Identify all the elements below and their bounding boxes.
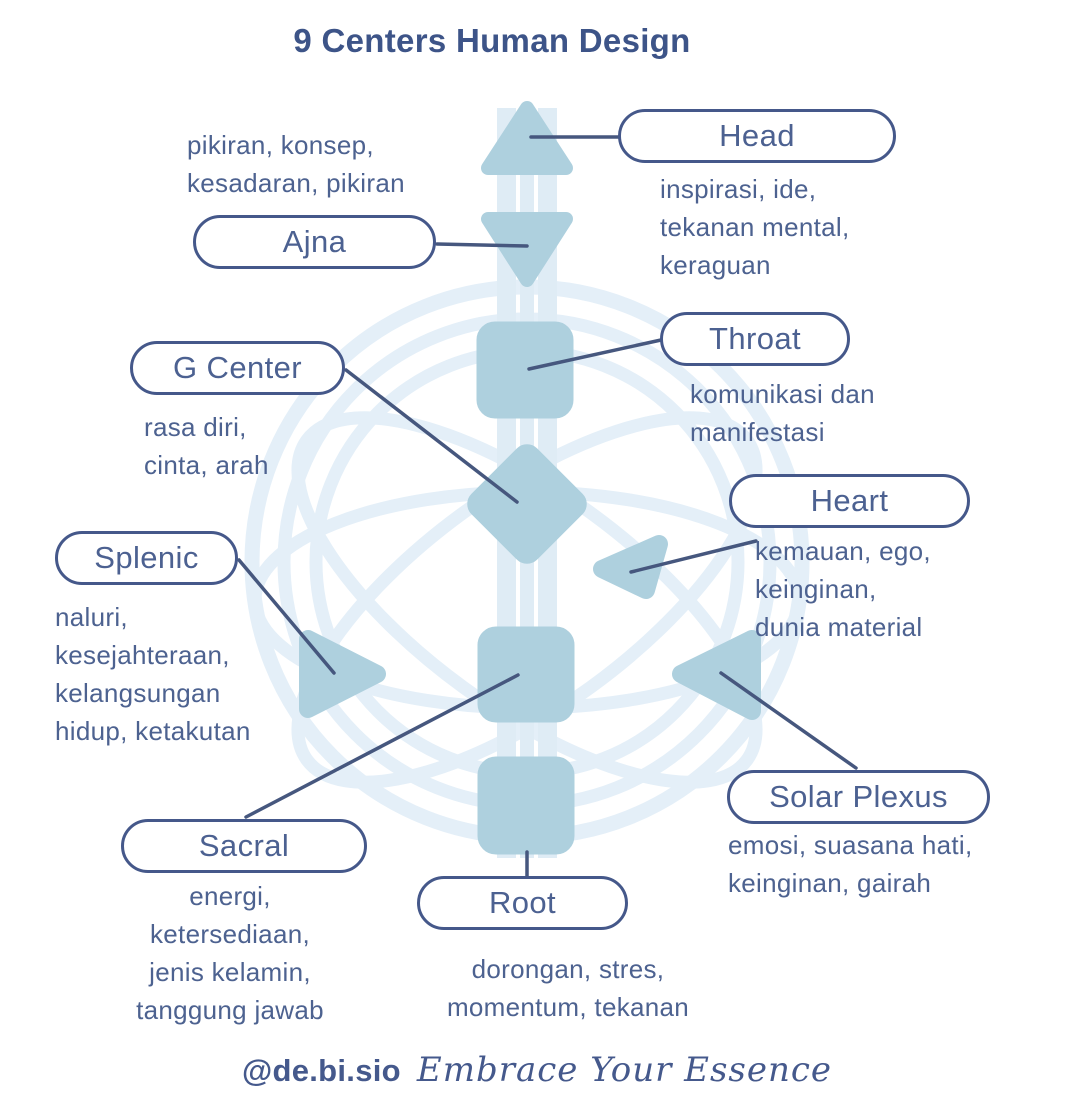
connector-lines [237, 135, 858, 880]
background-ellipse-tilt-right [291, 411, 763, 789]
heart-label-pill: Heart [729, 474, 970, 528]
g-center-label-pill: G Center [130, 341, 345, 395]
sacral-center-shape [477, 626, 575, 723]
root-center-shape [477, 756, 575, 855]
throat-description: komunikasi dan manifestasi [690, 379, 875, 447]
connector-line-g-center [344, 368, 519, 504]
throat-center-shape [476, 321, 574, 419]
g-center-description: rasa diri, cinta, arah [144, 412, 269, 480]
footer-handle: @de.bi.sio [241, 1053, 401, 1088]
sacral-description: energi, ketersediaan, jenis kelamin, tan… [136, 881, 324, 1025]
sacral-label-pill: Sacral [121, 819, 367, 873]
connector-line-throat [527, 338, 663, 371]
splenic-center-shape [299, 630, 386, 718]
g-center-shape [467, 444, 587, 564]
splenic-description: naluri, kesejahteraan, kelangsungan hidu… [55, 602, 251, 746]
throat-label-pill: Throat [660, 312, 850, 366]
connector-line-sacral [244, 673, 520, 819]
splenic-label-pill: Splenic [55, 531, 238, 585]
head-label-pill: Head [618, 109, 896, 163]
head-description: inspirasi, ide, tekanan mental, keraguan [660, 174, 850, 280]
root-label-pill: Root [417, 876, 628, 930]
ajna-center-shape [481, 212, 573, 287]
ajna-description: pikiran, konsep, kesadaran, pikiran [187, 130, 405, 198]
ajna-label-pill: Ajna [193, 215, 436, 269]
root-description: dorongan, stres, momentum, tekanan [446, 954, 690, 1022]
footer: @de.bi.sio Embrace Your Essence [242, 1050, 832, 1090]
connector-line-ajna [435, 242, 529, 248]
solar-plexus-center-shape [672, 630, 761, 720]
connector-line-heart [629, 539, 758, 574]
solar-plexus-label-pill: Solar Plexus [727, 770, 990, 824]
footer-tagline: Embrace Your Essence [416, 1050, 833, 1090]
solar-plexus-description: emosi, suasana hati, keinginan, gairah [728, 830, 973, 898]
heart-description: kemauan, ego, keinginan, dunia material [755, 536, 931, 642]
background-ellipse-tilt-left [291, 411, 763, 789]
connector-line-solar-plexus [719, 671, 858, 770]
page-title: 9 Centers Human Design [293, 22, 691, 59]
connector-line-splenic [237, 558, 336, 675]
